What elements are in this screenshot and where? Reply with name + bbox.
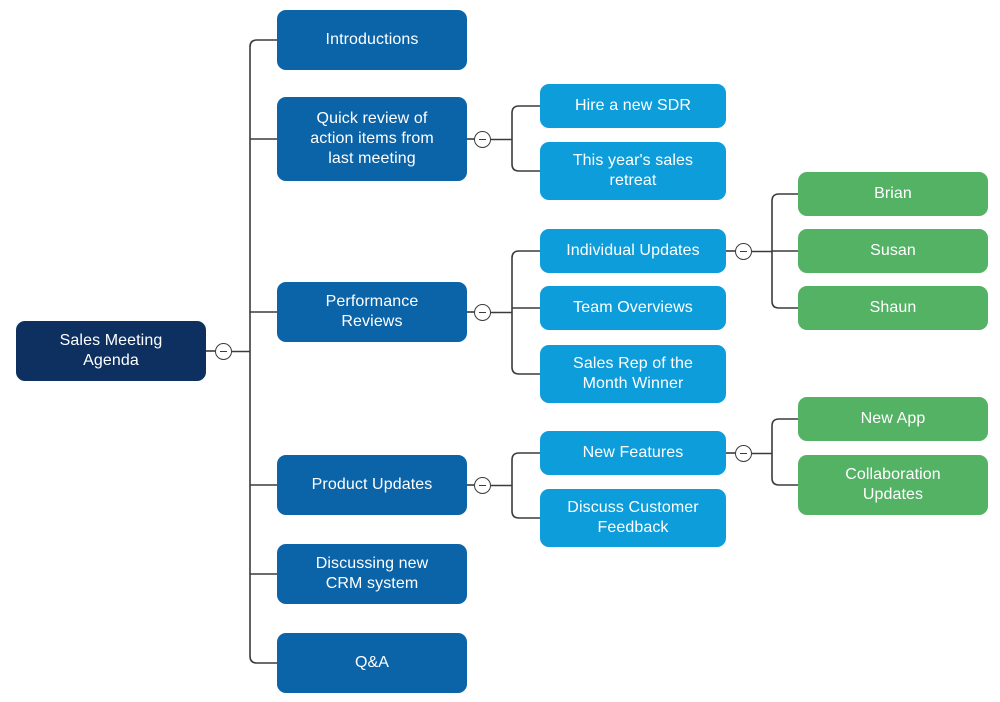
connector-leg-l2-5-1: [771, 477, 798, 486]
node-discuss-customer-feedback[interactable]: Discuss Customer Feedback: [540, 489, 726, 547]
node-sales-rep-of-the-month-winner[interactable]: Sales Rep of the Month Winner: [540, 345, 726, 403]
toggle-new-features[interactable]: [735, 445, 752, 462]
connector-leg-l2-2-0: [771, 193, 798, 202]
connector-leg-l1-2-0: [511, 250, 540, 259]
node-new-features[interactable]: New Features: [540, 431, 726, 475]
toggle-quick-review-action-items[interactable]: [474, 131, 491, 148]
connector-leg-root-5: [249, 655, 277, 664]
node-new-app[interactable]: New App: [798, 397, 988, 441]
minus-icon: [740, 452, 747, 455]
toggle-root[interactable]: [215, 343, 232, 360]
minus-icon: [479, 138, 486, 141]
node-performance-reviews[interactable]: Performance Reviews: [277, 282, 467, 342]
toggle-performance-reviews[interactable]: [474, 304, 491, 321]
node-root[interactable]: Sales Meeting Agenda: [16, 321, 206, 381]
connector-leg-l2-2-2: [771, 300, 798, 309]
connector-leg-l1-1-0: [511, 105, 540, 114]
minus-icon: [220, 350, 227, 353]
node-brian[interactable]: Brian: [798, 172, 988, 216]
minus-icon: [479, 311, 486, 314]
node-introductions[interactable]: Introductions: [277, 10, 467, 70]
minus-icon: [740, 250, 747, 253]
node-hire-a-new-sdr[interactable]: Hire a new SDR: [540, 84, 726, 128]
node-qa[interactable]: Q&A: [277, 633, 467, 693]
node-susan[interactable]: Susan: [798, 229, 988, 273]
node-collaboration-updates[interactable]: Collaboration Updates: [798, 455, 988, 515]
node-product-updates[interactable]: Product Updates: [277, 455, 467, 515]
connector-leg-l1-2-2: [511, 366, 540, 375]
node-shaun[interactable]: Shaun: [798, 286, 988, 330]
node-individual-updates[interactable]: Individual Updates: [540, 229, 726, 273]
connector-leg-l1-1-1: [511, 163, 540, 172]
connector-leg-l1-3-0: [511, 452, 540, 461]
minus-icon: [479, 484, 486, 487]
node-quick-review-action-items[interactable]: Quick review of action items from last m…: [277, 97, 467, 181]
connector-leg-l2-5-0: [771, 418, 798, 427]
toggle-individual-updates[interactable]: [735, 243, 752, 260]
connector-leg-l1-3-1: [511, 510, 540, 519]
node-team-overviews[interactable]: Team Overviews: [540, 286, 726, 330]
toggle-product-updates[interactable]: [474, 477, 491, 494]
connector-leg-root-0: [249, 39, 277, 48]
node-discussing-new-crm-system[interactable]: Discussing new CRM system: [277, 544, 467, 604]
node-this-years-sales-retreat[interactable]: This year's sales retreat: [540, 142, 726, 200]
